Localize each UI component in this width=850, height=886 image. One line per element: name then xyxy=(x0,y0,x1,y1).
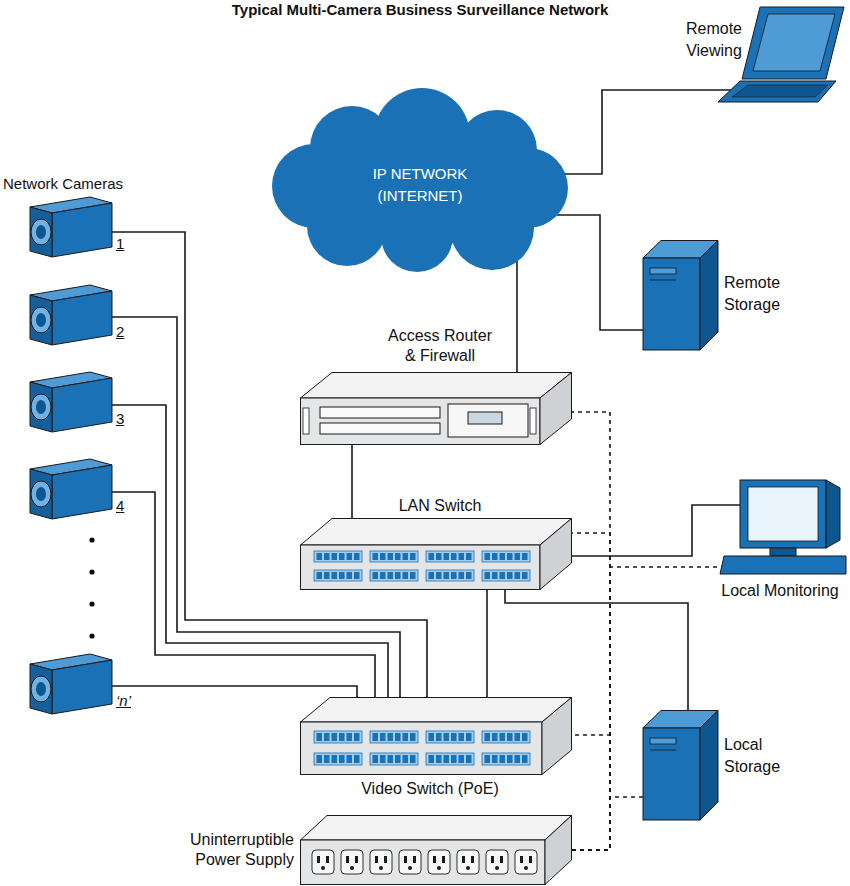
text-slot: Remote Storage xyxy=(724,272,788,316)
ups-box: Uninterruptible Power Supply xyxy=(170,815,572,886)
network-camera: 4 xyxy=(22,457,142,523)
camera-shape xyxy=(22,370,112,436)
text-slot: 3 xyxy=(116,410,138,428)
network-cable xyxy=(351,445,353,518)
node-label: 3 xyxy=(116,410,138,428)
node-label: LAN Switch xyxy=(380,495,500,516)
text-slot: 2 xyxy=(116,323,138,341)
text-slot: LAN Switch xyxy=(380,495,500,516)
internet-cloud: IP NETWORK (INTERNET) xyxy=(272,88,568,272)
laptop-icon: Remote Viewing xyxy=(678,4,846,106)
power-line xyxy=(572,533,610,850)
ellipsis-dot xyxy=(89,537,94,542)
poe-switch: Video Switch (PoE) xyxy=(300,697,572,801)
network-cable xyxy=(486,590,488,697)
network-cable xyxy=(516,261,518,372)
text-slot: Video Switch (PoE) xyxy=(345,778,515,799)
text-slot: Remote Viewing xyxy=(678,18,750,62)
router-shape xyxy=(300,372,572,445)
network-cable xyxy=(565,90,731,174)
tower-shape xyxy=(640,240,720,352)
video-shape xyxy=(300,697,572,775)
node-label: 2 xyxy=(116,323,138,341)
node-label: Access Router & Firewall xyxy=(384,326,496,366)
network-camera: ‘n’ xyxy=(22,652,142,718)
switch-box: LAN Switch xyxy=(300,492,572,590)
node-label: IP NETWORK (INTERNET) xyxy=(365,163,475,207)
camera-shape xyxy=(22,652,112,718)
node-label: Remote Viewing xyxy=(678,18,750,62)
monitor-shape xyxy=(718,476,846,576)
storage-server: Remote Storage xyxy=(640,240,790,352)
text-slot: ‘n’ xyxy=(116,692,138,710)
text-slot: 1 xyxy=(116,235,138,253)
power-line xyxy=(572,412,610,850)
network-camera: 3 xyxy=(22,370,142,436)
power-line xyxy=(572,797,643,850)
network-camera: 2 xyxy=(22,283,142,349)
power-line xyxy=(572,735,610,850)
ellipsis-dot xyxy=(89,569,94,574)
node-label: 1 xyxy=(116,235,138,253)
network-cable xyxy=(112,232,427,697)
camera-shape xyxy=(22,283,112,349)
node-label: Video Switch (PoE) xyxy=(345,778,515,799)
ellipsis-dot xyxy=(89,633,94,638)
network-cable xyxy=(112,405,388,697)
network-camera: 1 xyxy=(22,195,142,261)
storage-server: Local Storage xyxy=(640,710,790,822)
text-slot: Typical Multi-Camera Business Surveillan… xyxy=(150,1,690,19)
node-label: Uninterruptible Power Supply xyxy=(170,830,294,870)
group-label: Network Cameras xyxy=(3,175,153,193)
text-slot: Uninterruptible Power Supply xyxy=(170,830,294,870)
network-cable xyxy=(505,590,688,710)
text-slot: 4 xyxy=(116,497,138,515)
node-label: Remote Storage xyxy=(724,272,788,316)
text-slot: Access Router & Firewall xyxy=(384,326,496,366)
network-cable xyxy=(572,505,740,556)
router-box: Access Router & Firewall xyxy=(300,326,572,445)
ellipsis-dot xyxy=(89,601,94,606)
diagram-title: Typical Multi-Camera Business Surveillan… xyxy=(150,1,690,19)
workstation: Local Monitoring xyxy=(714,476,846,602)
text-slot: Local Storage xyxy=(724,734,788,778)
node-label: 4 xyxy=(116,497,138,515)
camera-shape xyxy=(22,195,112,261)
network-cable xyxy=(112,686,357,697)
power-line xyxy=(572,567,722,850)
ups-shape xyxy=(300,815,572,885)
text-slot: IP NETWORK (INTERNET) xyxy=(365,163,475,207)
node-label: Local Monitoring xyxy=(714,580,846,601)
camera-shape xyxy=(22,457,112,523)
text-slot: Local Monitoring xyxy=(714,580,846,601)
network-cable xyxy=(557,215,643,330)
node-label: ‘n’ xyxy=(116,692,138,710)
text-slot: Network Cameras xyxy=(3,175,153,193)
tower-shape xyxy=(640,710,720,822)
lan-shape xyxy=(300,518,572,590)
node-label: Local Storage xyxy=(724,734,788,778)
